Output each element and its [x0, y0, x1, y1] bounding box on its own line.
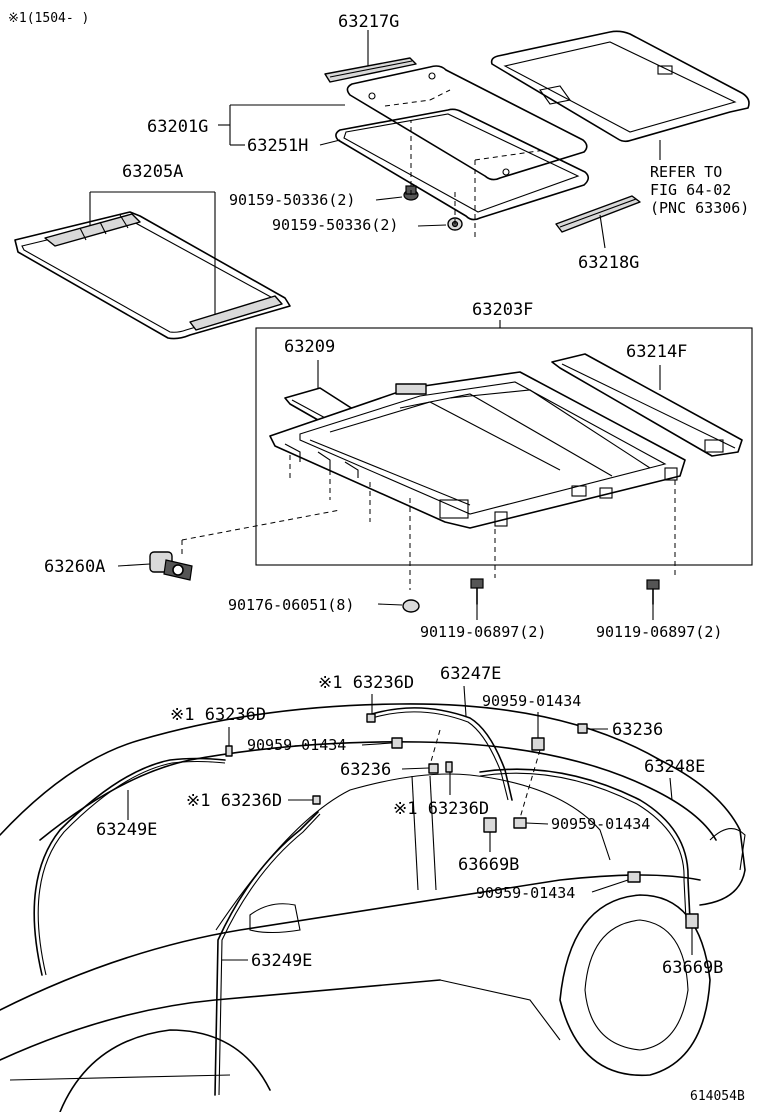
label-63669B-b: 63669B — [662, 958, 723, 978]
frame-seal-63205A — [14, 211, 291, 340]
clip-63236D-b — [225, 745, 233, 757]
header-note: ※1(1504- ) — [8, 11, 89, 26]
label-90959-d: 90959-01434 — [476, 884, 575, 902]
clip-63236-b — [428, 763, 439, 774]
label-90119-a: 90119-06897(2) — [420, 623, 546, 641]
clip-63236D-d — [445, 761, 453, 773]
label-90959-a: 90959-01434 — [482, 692, 581, 710]
label-63236D-b: ※1 63236D — [170, 705, 266, 725]
label-63247E: 63247E — [440, 664, 501, 684]
assembly-box-63203F — [255, 327, 753, 566]
clip-90959-b — [391, 737, 403, 749]
clip-90176 — [402, 599, 420, 613]
label-63248E: 63248E — [644, 757, 705, 777]
label-90159-a: 90159-50336(2) — [229, 191, 355, 209]
label-63209: 63209 — [284, 337, 335, 357]
grommet-63669B-b — [685, 913, 699, 929]
label-63669B-a: 63669B — [458, 855, 519, 875]
clip-63236-a — [577, 723, 588, 734]
car-body-outline — [0, 703, 746, 1112]
clip-90959-c — [513, 817, 527, 829]
clip-90959-d — [627, 871, 641, 883]
label-63236-a: 63236 — [612, 720, 663, 740]
label-63236D-a: ※1 63236D — [318, 673, 414, 693]
deflector-strip-63218G — [555, 195, 641, 233]
label-63260A: 63260A — [44, 557, 105, 577]
bolt-90119-a — [470, 578, 484, 605]
bolt-90119-b — [646, 579, 660, 605]
grommet-63669B-a — [483, 817, 497, 833]
label-63251H: 63251H — [247, 136, 308, 156]
label-63203F: 63203F — [472, 300, 533, 320]
label-63249E-b: 63249E — [251, 951, 312, 971]
label-63236D-c: ※1 63236D — [186, 791, 282, 811]
label-90176: 90176-06051(8) — [228, 596, 354, 614]
refer-line-2: FIG 64-02 — [650, 181, 731, 199]
label-63236D-d: ※1 63236D — [393, 799, 489, 819]
clip-63236D-a — [366, 713, 376, 723]
deflector-strip-63217G — [324, 57, 417, 83]
drain-hose-63249E-side — [214, 811, 321, 1096]
drain-hose-63249E-front — [33, 757, 226, 976]
label-63217G: 63217G — [338, 12, 399, 32]
refer-line-3: (PNC 63306) — [650, 199, 749, 217]
drain-hose-63247E — [371, 707, 513, 801]
sunroof-frame-63203F — [269, 371, 686, 529]
label-63214F: 63214F — [626, 342, 687, 362]
label-90959-c: 90959-01434 — [551, 815, 650, 833]
sunroof-housing-upper — [490, 30, 750, 143]
refer-line-1: REFER TO — [650, 163, 722, 181]
label-63236-b: 63236 — [340, 760, 391, 780]
clip-90959-a — [531, 737, 545, 751]
side-rail-63214F — [551, 353, 743, 457]
label-90959-b: 90959-01434 — [247, 736, 346, 754]
clip-63236D-c — [312, 795, 321, 805]
figure-id: 614054B — [690, 1089, 745, 1104]
drain-hose-63248E — [479, 768, 691, 921]
label-63201G: 63201G — [147, 117, 208, 137]
label-63205A: 63205A — [122, 162, 183, 182]
motor-63260A — [149, 551, 193, 581]
label-90159-b: 90159-50336(2) — [272, 216, 398, 234]
label-63218G: 63218G — [578, 253, 639, 273]
weatherstrip-63251H — [335, 108, 590, 221]
label-63249E-a: 63249E — [96, 820, 157, 840]
label-90119-b: 90119-06897(2) — [596, 623, 722, 641]
